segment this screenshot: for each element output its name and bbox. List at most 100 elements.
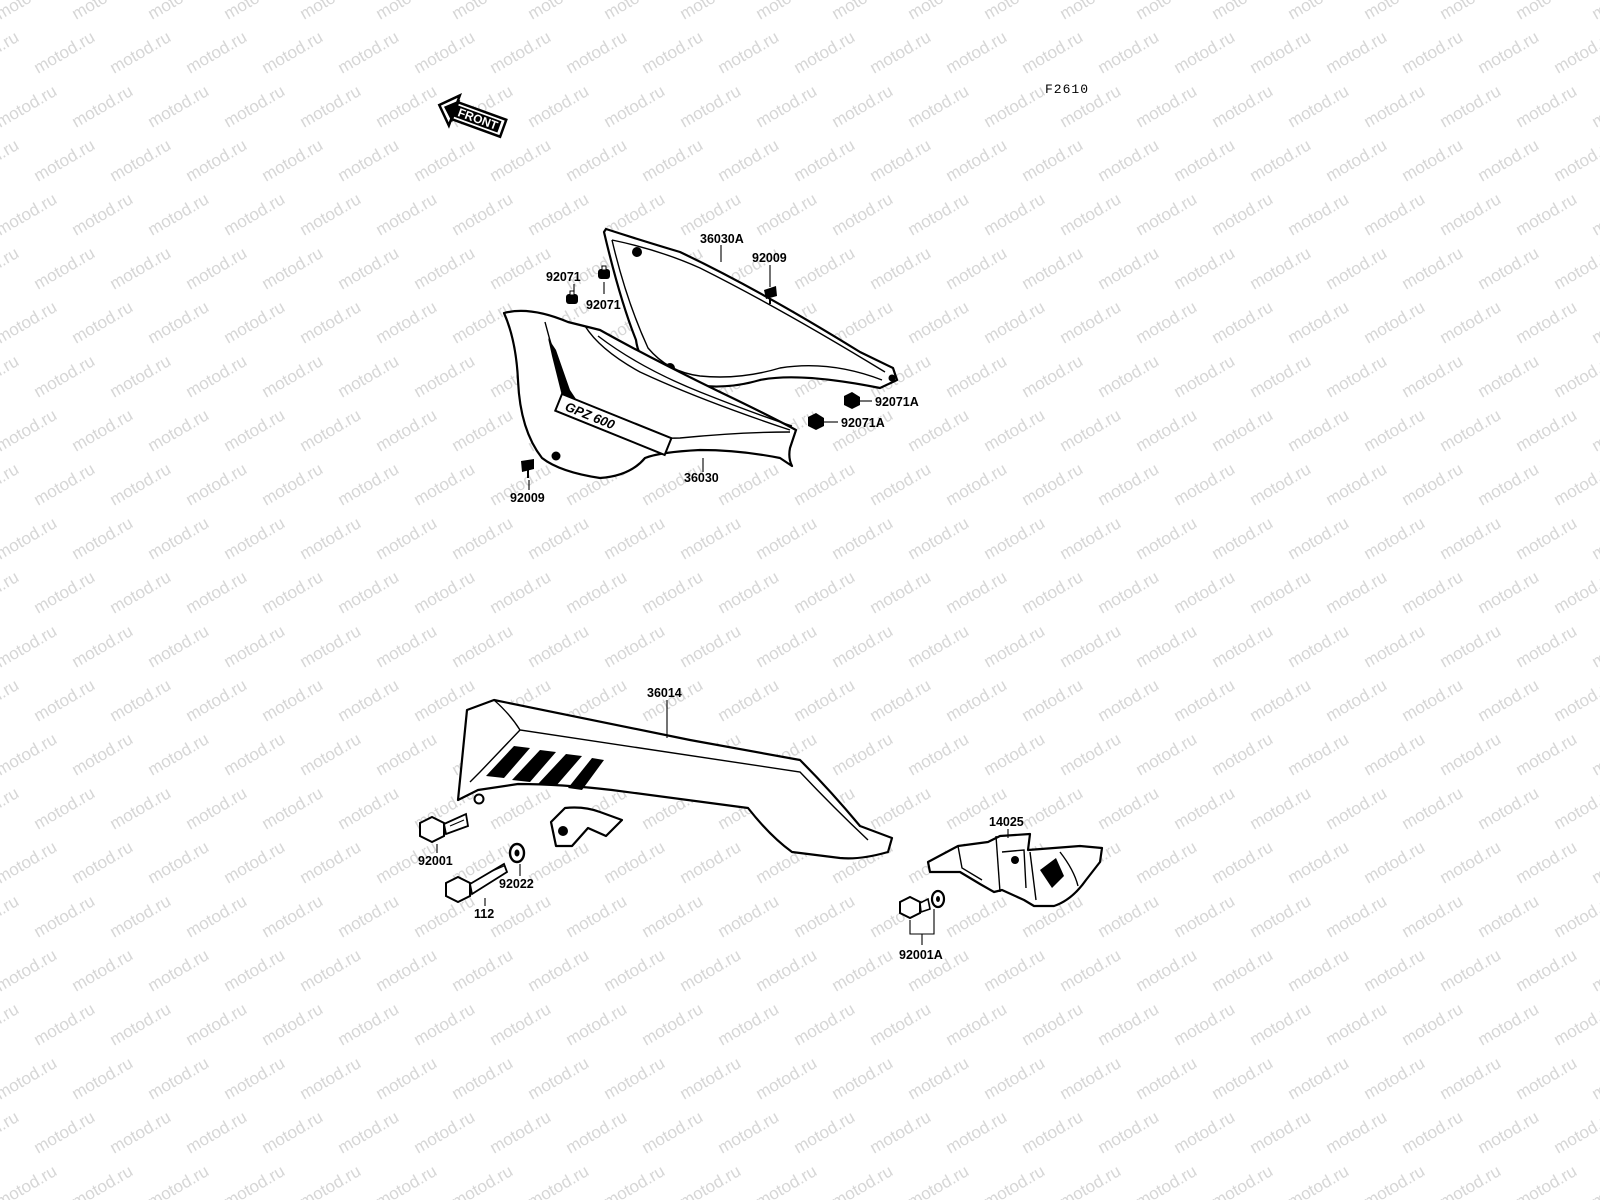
watermark-text: motod.ru <box>411 351 479 401</box>
watermark-text: motod.ru <box>1209 0 1277 23</box>
watermark-text: motod.ru <box>639 567 707 617</box>
watermark-text: motod.ru <box>259 27 327 77</box>
watermark-text: motod.ru <box>1475 135 1543 185</box>
watermark-text: motod.ru <box>753 81 821 131</box>
watermark-text: motod.ru <box>31 891 99 941</box>
watermark-text: motod.ru <box>943 999 1011 1049</box>
watermark-text: motod.ru <box>221 81 289 131</box>
watermark-text: motod.ru <box>601 81 669 131</box>
grommet-92071A-b <box>808 413 824 430</box>
watermark-text: motod.ru <box>107 459 175 509</box>
watermark-text: motod.ru <box>259 243 327 293</box>
watermark-text: motod.ru <box>791 243 859 293</box>
watermark-text: motod.ru <box>639 675 707 725</box>
watermark-text: motod.ru <box>145 621 213 671</box>
watermark-text: motod.ru <box>373 405 441 455</box>
watermark-text: motod.ru <box>1589 189 1600 239</box>
watermark-text: motod.ru <box>677 81 745 131</box>
watermark-text: motod.ru <box>1247 27 1315 77</box>
front-direction-arrow-icon: FRONT <box>437 93 508 139</box>
watermark-text: motod.ru <box>563 135 631 185</box>
watermark-text: motod.ru <box>1361 405 1429 455</box>
watermark-text: motod.ru <box>0 945 60 995</box>
watermark-text: motod.ru <box>259 999 327 1049</box>
watermark-text: motod.ru <box>335 135 403 185</box>
watermark-text: motod.ru <box>715 459 783 509</box>
watermark-text: motod.ru <box>981 0 1049 23</box>
watermark-text: motod.ru <box>183 27 251 77</box>
watermark-text: motod.ru <box>905 513 973 563</box>
watermark-text: motod.ru <box>525 189 593 239</box>
watermark-text: motod.ru <box>1361 945 1429 995</box>
watermark-text: motod.ru <box>1019 783 1087 833</box>
watermark-text: motod.ru <box>563 999 631 1049</box>
watermark-text: motod.ru <box>1475 459 1543 509</box>
watermark-text: motod.ru <box>1019 1107 1087 1157</box>
grommet-92071-a <box>566 290 578 304</box>
watermark-text: motod.ru <box>1019 999 1087 1049</box>
watermark-text: motod.ru <box>1323 675 1391 725</box>
watermark-text: motod.ru <box>297 81 365 131</box>
label-14025: 14025 <box>989 815 1024 829</box>
watermark-text: motod.ru <box>0 1053 60 1103</box>
watermark-text: motod.ru <box>1589 81 1600 131</box>
watermark-text: motod.ru <box>1095 27 1163 77</box>
watermark-text: motod.ru <box>145 189 213 239</box>
watermark-text: motod.ru <box>1019 675 1087 725</box>
watermark-text: motod.ru <box>31 351 99 401</box>
watermark-text: motod.ru <box>1513 0 1581 23</box>
watermark-text: motod.ru <box>1285 405 1353 455</box>
watermark-text: motod.ru <box>601 0 669 23</box>
watermark-text: motod.ru <box>221 1053 289 1103</box>
watermark-text: motod.ru <box>107 1107 175 1157</box>
watermark-text: motod.ru <box>639 891 707 941</box>
watermark-text: motod.ru <box>449 405 517 455</box>
watermark-text: motod.ru <box>1247 891 1315 941</box>
watermark-text: motod.ru <box>1551 783 1600 833</box>
watermark-text: motod.ru <box>601 513 669 563</box>
watermark-text: motod.ru <box>1057 1053 1125 1103</box>
watermark-text: motod.ru <box>867 135 935 185</box>
watermark-text: motod.ru <box>1437 1053 1505 1103</box>
watermark-text: motod.ru <box>335 459 403 509</box>
watermark-text: motod.ru <box>525 1161 593 1200</box>
watermark-text: motod.ru <box>829 513 897 563</box>
watermark-text: motod.ru <box>1095 1107 1163 1157</box>
watermark-text: motod.ru <box>449 297 517 347</box>
watermark-text: motod.ru <box>0 459 22 509</box>
watermark-text: motod.ru <box>1551 459 1600 509</box>
watermark-text: motod.ru <box>69 621 137 671</box>
watermark-text: motod.ru <box>943 243 1011 293</box>
watermark-text: motod.ru <box>753 0 821 23</box>
watermark-text: motod.ru <box>0 405 60 455</box>
watermark-text: motod.ru <box>601 1161 669 1200</box>
label-92071A-b: 92071A <box>841 416 885 430</box>
watermark-text: motod.ru <box>221 729 289 779</box>
watermark-text: motod.ru <box>259 135 327 185</box>
watermark-text: motod.ru <box>829 1161 897 1200</box>
watermark-text: motod.ru <box>829 0 897 23</box>
watermark-text: motod.ru <box>1399 459 1467 509</box>
watermark-text: motod.ru <box>1057 189 1125 239</box>
watermark-text: motod.ru <box>715 567 783 617</box>
watermark-text: motod.ru <box>791 27 859 77</box>
watermark-text: motod.ru <box>639 27 707 77</box>
watermark-text: motod.ru <box>829 405 897 455</box>
watermark-text: motod.ru <box>0 621 60 671</box>
watermark-text: motod.ru <box>715 999 783 1049</box>
watermark-text: motod.ru <box>1399 891 1467 941</box>
watermark-text: motod.ru <box>1171 351 1239 401</box>
watermark-text: motod.ru <box>715 675 783 725</box>
watermark-text: motod.ru <box>0 675 22 725</box>
watermark-text: motod.ru <box>259 783 327 833</box>
watermark-text: motod.ru <box>145 0 213 23</box>
watermark-text: motod.ru <box>1323 243 1391 293</box>
watermark-text: motod.ru <box>1171 567 1239 617</box>
washer-92022 <box>508 842 526 864</box>
watermark-text: motod.ru <box>1171 891 1239 941</box>
watermark-text: motod.ru <box>905 189 973 239</box>
watermark-text: motod.ru <box>1589 0 1600 23</box>
grommet-92071-b <box>598 265 610 279</box>
watermark-text: motod.ru <box>525 0 593 23</box>
screw-92009-bottom <box>521 459 534 478</box>
